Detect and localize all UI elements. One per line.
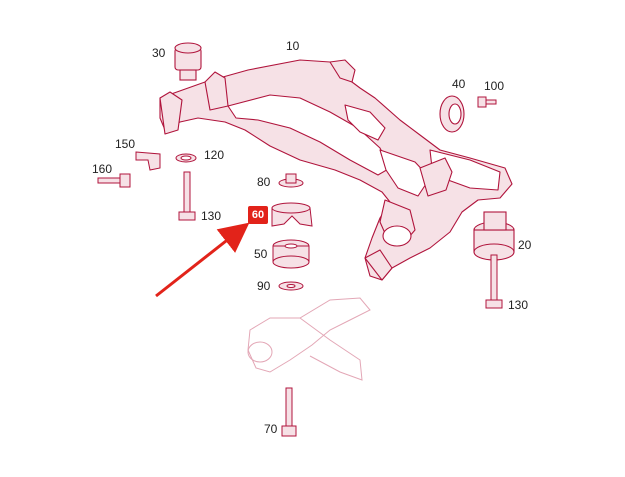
label-60-highlight: 60 bbox=[248, 206, 268, 224]
label-130-left: 130 bbox=[201, 209, 222, 223]
bolt-70 bbox=[281, 387, 297, 437]
lower-arm bbox=[247, 297, 371, 381]
label-130-right: 130 bbox=[508, 298, 529, 312]
label-50: 50 bbox=[254, 247, 268, 261]
label-160: 160 bbox=[92, 162, 113, 176]
label-90: 90 bbox=[257, 279, 271, 293]
label-20: 20 bbox=[518, 238, 532, 252]
bush-60 bbox=[271, 202, 313, 227]
bushing-40 bbox=[439, 95, 465, 133]
label-100: 100 bbox=[484, 79, 505, 93]
nut-80 bbox=[278, 173, 304, 188]
subframe bbox=[159, 59, 513, 281]
label-40: 40 bbox=[452, 77, 466, 91]
bush-50 bbox=[272, 239, 310, 269]
mount-30 bbox=[174, 42, 202, 81]
washer-120 bbox=[175, 153, 197, 163]
arrow-right-up-icon bbox=[155, 222, 250, 298]
label-120: 120 bbox=[204, 148, 225, 162]
label-30: 30 bbox=[152, 46, 166, 60]
label-10: 10 bbox=[286, 39, 300, 53]
mount-20 bbox=[473, 211, 515, 261]
bolt-130-left bbox=[178, 171, 196, 221]
bolt-160 bbox=[97, 173, 131, 188]
label-150: 150 bbox=[115, 137, 136, 151]
bolt-130-right bbox=[485, 254, 503, 309]
label-80: 80 bbox=[257, 175, 271, 189]
bracket-150 bbox=[135, 151, 161, 171]
washer-90 bbox=[278, 281, 304, 291]
bolt-100 bbox=[477, 96, 497, 108]
label-70: 70 bbox=[264, 422, 278, 436]
